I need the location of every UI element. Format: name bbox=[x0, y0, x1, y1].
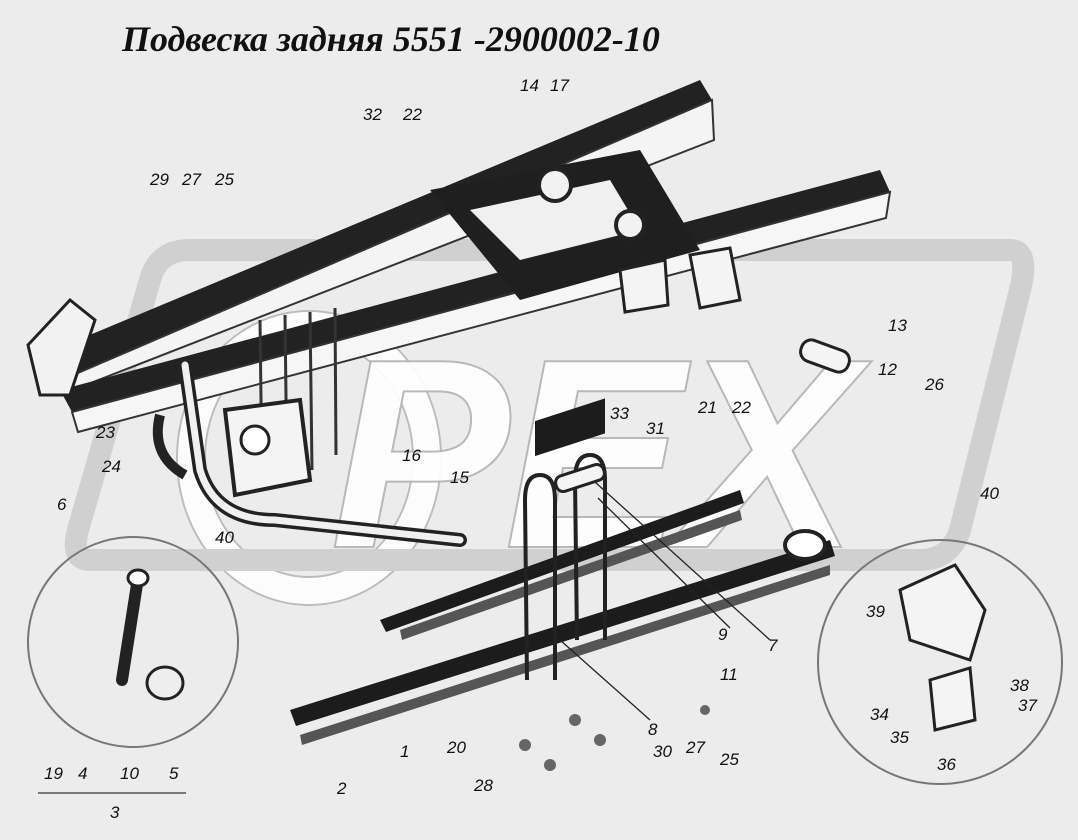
crossmember-hole bbox=[537, 167, 573, 203]
label-31: 31 bbox=[646, 419, 665, 438]
label-37: 37 bbox=[1018, 696, 1037, 715]
spring-eye bbox=[783, 529, 827, 561]
label-3: 3 bbox=[110, 803, 120, 822]
label-12: 12 bbox=[878, 360, 897, 379]
label-25-top: 25 bbox=[215, 170, 234, 189]
label-29: 29 bbox=[150, 170, 169, 189]
label-5: 5 bbox=[169, 764, 179, 783]
detail-circle-right bbox=[817, 539, 1063, 785]
label-40-right: 40 bbox=[980, 484, 999, 503]
detail-bushing bbox=[145, 665, 185, 701]
u-bolts-lower bbox=[523, 452, 607, 681]
detail-plate bbox=[928, 666, 977, 732]
label-20: 20 bbox=[447, 738, 466, 757]
label-32: 32 bbox=[363, 105, 382, 124]
leaf-spring-upper-pack bbox=[400, 510, 742, 640]
leader-lines bbox=[559, 481, 771, 721]
label-23: 23 bbox=[96, 423, 115, 442]
label-6: 6 bbox=[57, 495, 67, 514]
label-33: 33 bbox=[610, 404, 629, 423]
detail-circle-left bbox=[27, 536, 239, 748]
label-10: 10 bbox=[120, 764, 139, 783]
label-16: 16 bbox=[402, 446, 421, 465]
label-38: 38 bbox=[1010, 676, 1029, 695]
label-19: 19 bbox=[44, 764, 63, 783]
spring-bracket-front bbox=[618, 258, 670, 314]
label-34: 34 bbox=[870, 705, 889, 724]
label-22-top: 22 bbox=[403, 105, 422, 124]
detail-link-eye bbox=[126, 568, 150, 588]
label-40-left: 40 bbox=[215, 528, 234, 547]
spring-pad bbox=[535, 398, 605, 457]
label-28: 28 bbox=[474, 776, 493, 795]
label-35: 35 bbox=[890, 728, 909, 747]
detail-link-rod bbox=[116, 572, 144, 686]
label-11: 11 bbox=[720, 665, 738, 684]
label-17: 17 bbox=[550, 76, 569, 95]
label-36: 36 bbox=[937, 755, 956, 774]
stabilizer-arm bbox=[152, 413, 188, 480]
watermark-frame bbox=[64, 239, 1035, 571]
label-1: 1 bbox=[400, 742, 410, 761]
label-21: 21 bbox=[698, 398, 717, 417]
crossmember-opening bbox=[470, 180, 640, 260]
bolt-pin bbox=[554, 462, 606, 494]
label-8: 8 bbox=[648, 720, 658, 739]
label-22-mid: 22 bbox=[732, 398, 751, 417]
label-26: 26 bbox=[925, 375, 944, 394]
crossmember-hole-2 bbox=[614, 209, 646, 241]
label-24: 24 bbox=[102, 457, 121, 476]
bracket-eye bbox=[239, 424, 271, 456]
label-13: 13 bbox=[888, 316, 907, 335]
label-2: 2 bbox=[337, 779, 347, 798]
label-30: 30 bbox=[653, 742, 672, 761]
loose-nuts bbox=[519, 705, 710, 771]
rear-bracket bbox=[26, 297, 97, 397]
leaf-spring-lower bbox=[290, 540, 835, 726]
shackle-bracket bbox=[688, 246, 742, 310]
label-39: 39 bbox=[866, 602, 885, 621]
leaf-spring-lower-pack bbox=[300, 565, 830, 745]
label-27-bottom: 27 bbox=[686, 738, 705, 757]
frame-rail-upper bbox=[30, 80, 712, 385]
leaf-spring-upper bbox=[380, 490, 744, 632]
label-9: 9 bbox=[718, 625, 728, 644]
label-4: 4 bbox=[78, 764, 88, 783]
label-15: 15 bbox=[450, 468, 469, 487]
label-27-top: 27 bbox=[182, 170, 201, 189]
label-7: 7 bbox=[768, 636, 778, 655]
spring-pin bbox=[799, 338, 851, 374]
page-title: Подвеска задняя 5551 -2900002-10 bbox=[122, 19, 660, 59]
label-14: 14 bbox=[520, 76, 539, 95]
stabilizer-bar-highlight bbox=[181, 361, 464, 544]
label-25-bottom: 25 bbox=[720, 750, 739, 769]
detail-bracket bbox=[898, 563, 987, 662]
